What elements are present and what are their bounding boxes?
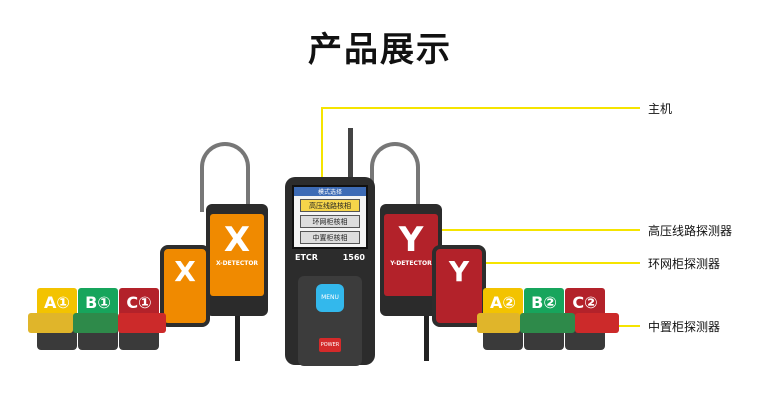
y-letter-small: Y: [448, 255, 470, 288]
model-number: 1560: [342, 253, 365, 262]
callout-line-mid: [610, 325, 640, 327]
antenna: [424, 316, 429, 361]
screen-title: 模式选择: [294, 187, 366, 196]
brand-logo: ETCR: [295, 253, 318, 262]
y-letter: Y: [398, 220, 424, 260]
keypad: MENU POWER: [298, 276, 362, 366]
y-detector-large: Y Y-DETECTOR: [380, 204, 442, 316]
antenna: [235, 316, 240, 361]
callout-line-host-vertical: [321, 107, 323, 179]
menu-item[interactable]: 高压线路核相: [300, 199, 360, 212]
x-detector-small: X: [160, 245, 210, 327]
power-button[interactable]: POWER: [319, 338, 341, 352]
callout-line-hv: [432, 229, 640, 231]
page-title: 产品展示: [308, 30, 452, 70]
right-module-group: A② B② C②: [483, 288, 605, 350]
label-mid-detector: 中置柜探测器: [648, 320, 721, 334]
right-strap: [477, 313, 619, 333]
callout-line-host: [322, 107, 640, 109]
hook-right: [370, 142, 420, 212]
label-host: 主机: [648, 102, 673, 116]
callout-line-ring: [475, 262, 640, 264]
menu-item[interactable]: 环网柜核相: [300, 215, 360, 228]
x-letter: X: [223, 220, 251, 260]
hook-left: [200, 142, 250, 212]
host-screen: 模式选择 高压线路核相 环网柜核相 中置柜核相: [292, 185, 368, 249]
menu-button[interactable]: MENU: [316, 284, 344, 312]
x-detector-large: X X-DETECTOR: [206, 204, 268, 316]
label-ring-detector: 环网柜探测器: [648, 257, 721, 271]
left-strap: [28, 313, 166, 333]
menu-item[interactable]: 中置柜核相: [300, 231, 360, 244]
y-name: Y-DETECTOR: [390, 260, 432, 267]
host-device: 模式选择 高压线路核相 环网柜核相 中置柜核相 ETCR 1560 MENU PO…: [285, 177, 375, 366]
x-name: X-DETECTOR: [215, 260, 259, 267]
label-hv-detector: 高压线路探测器: [648, 224, 733, 238]
x-letter-small: X: [174, 255, 196, 288]
host-antenna: [348, 128, 353, 178]
